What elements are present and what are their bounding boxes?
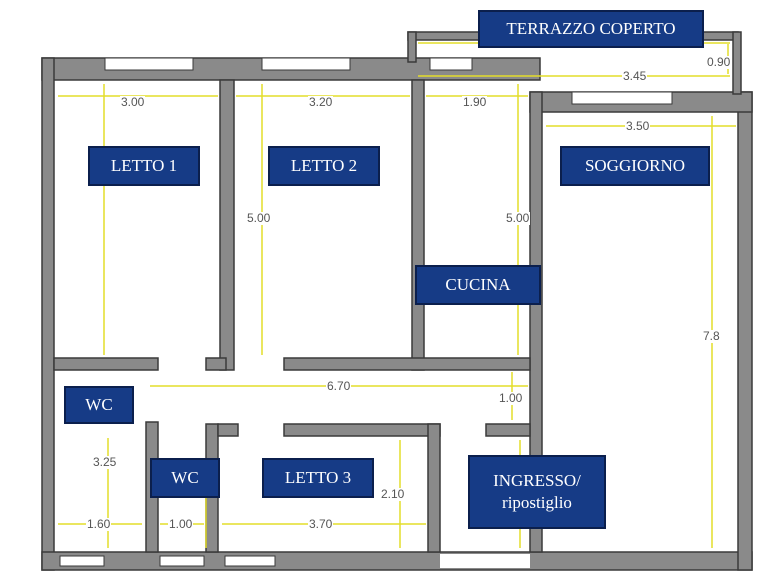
wall-letto3-top-stub	[217, 423, 239, 437]
dim-letto3-width: 3.70	[308, 517, 334, 531]
dim-letto3-depth: 2.10	[380, 487, 406, 501]
wall-cucina-soggiorno	[529, 91, 543, 553]
wall-letto2-cucina-bottom	[283, 357, 531, 371]
dim-wc2-width: 1.00	[168, 517, 194, 531]
window-soggiorno	[571, 91, 673, 105]
window-wc2	[159, 555, 205, 567]
window-letto3	[224, 555, 276, 567]
dim-soggiorno-width: 3.50	[625, 119, 651, 133]
wall-ingresso-top	[485, 423, 531, 437]
outer-wall-left	[41, 57, 55, 571]
dim-corridor-width: 1.00	[498, 391, 524, 405]
dim-letto2-width: 3.20	[308, 95, 334, 109]
dim-cucina-width: 1.90	[462, 95, 488, 109]
label-letto-2: LETTO 2	[268, 146, 380, 186]
label-wc-1: WC	[64, 386, 134, 424]
dim-wc1-depth: 3.25	[92, 455, 118, 469]
dim-letto1-width: 3.00	[120, 95, 146, 109]
terrace-wall-left	[407, 31, 417, 63]
dim-terrazzo-width: 3.45	[622, 69, 648, 83]
windows	[59, 57, 673, 568]
dim-cucina-depth: 5.00	[505, 211, 531, 225]
outer-wall-right	[737, 91, 753, 571]
label-terrazzo-coperto: TERRAZZO COPERTO	[478, 10, 704, 48]
window-cucina	[429, 57, 473, 71]
label-letto-3: LETTO 3	[262, 458, 374, 498]
label-cucina: CUCINA	[415, 265, 541, 305]
wall-letto1-letto2	[219, 79, 235, 371]
dim-corridor-length: 6.70	[326, 379, 352, 393]
wall-letto3-right	[427, 423, 441, 553]
wall-letto2-stub	[205, 357, 227, 371]
dim-wc1-width: 1.60	[86, 517, 112, 531]
wall-letto1-bottom	[53, 357, 159, 371]
entrance-door-gap	[440, 554, 530, 568]
dim-letto2-depth: 5.00	[246, 211, 272, 225]
window-letto2	[261, 57, 351, 71]
window-letto1	[104, 57, 194, 71]
outer-wall-bottom	[41, 551, 753, 571]
window-wc1	[59, 555, 105, 567]
dim-soggiorno-depth: 7.8	[702, 329, 721, 343]
wall-letto2-cucina	[411, 79, 425, 371]
label-wc-2: WC	[150, 458, 220, 498]
label-soggiorno: SOGGIORNO	[560, 146, 710, 186]
wall-letto3-top	[283, 423, 441, 437]
label-letto-1: LETTO 1	[88, 146, 200, 186]
label-ingresso-ripostiglio: INGRESSO/ ripostiglio	[468, 455, 606, 529]
dim-terrazzo-depth: 0.90	[706, 55, 732, 69]
terrace-wall-right	[732, 31, 742, 95]
